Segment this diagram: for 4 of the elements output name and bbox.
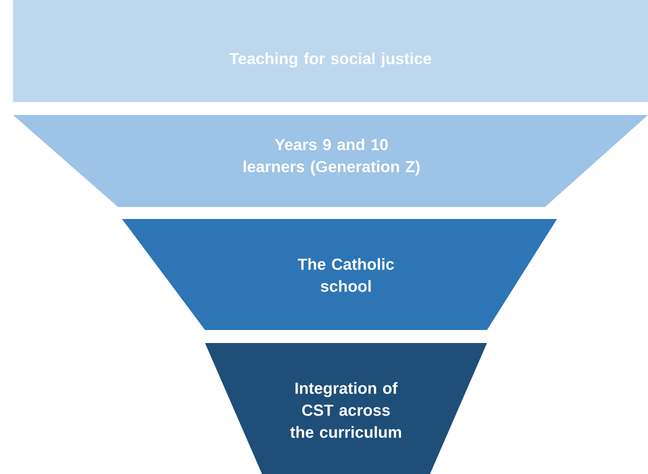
funnel-band: Teaching for social justice <box>13 0 648 102</box>
funnel-band: The Catholic school <box>122 219 557 330</box>
funnel-band: Years 9 and 10 learners (Generation Z) <box>13 115 648 207</box>
funnel-band: Integration of CST across the curriculum <box>205 343 487 474</box>
